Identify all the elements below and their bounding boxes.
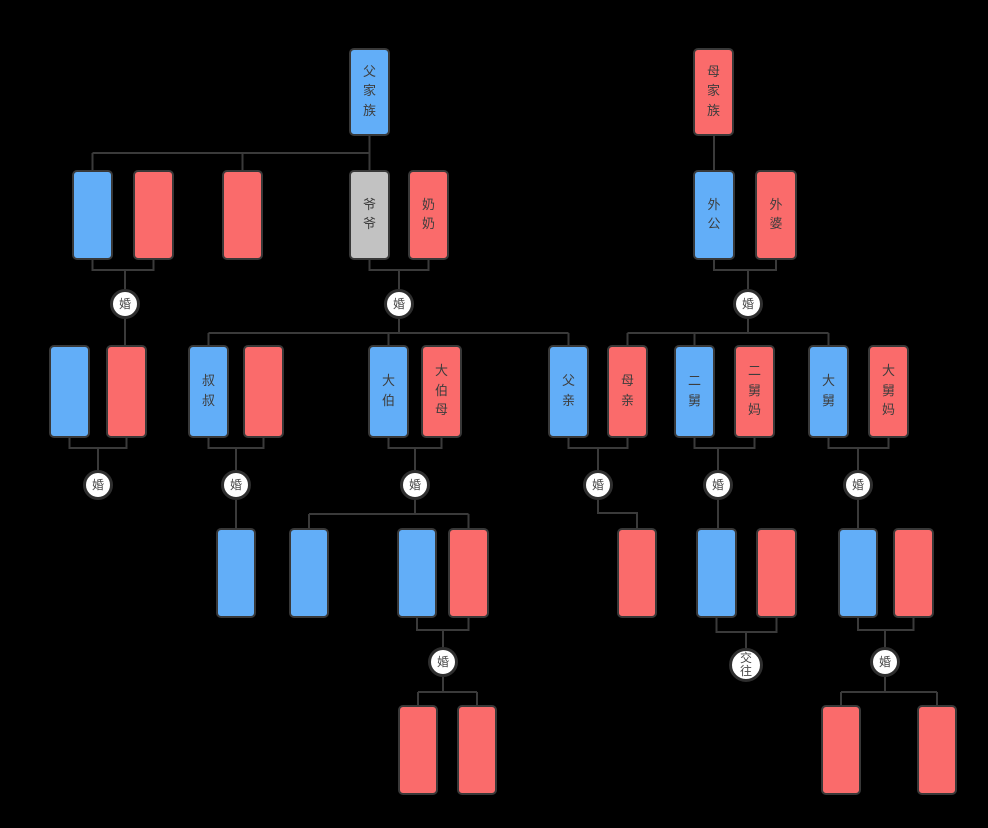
person-unnamed-male-3[interactable] [216,528,256,618]
person-unnamed-female-10[interactable] [457,705,497,795]
person-eldest-maternal-uncle-wife[interactable]: 大舅妈 [868,345,909,438]
relationship-marriage-10[interactable]: 婚 [428,647,458,677]
relationship-label: 婚 [118,296,131,311]
person-label: 大伯 [381,374,395,409]
person-label: 大舅 [821,374,835,409]
person-unnamed-female-9[interactable] [398,705,438,795]
person-label: 母亲 [620,374,634,409]
person-unnamed-male-7[interactable] [838,528,878,618]
person-label: 爷爷 [362,197,376,233]
relationship-label: 婚 [229,477,242,492]
relationship-marriage-2[interactable]: 婚 [384,289,414,319]
person-maternal-grandmother[interactable]: 外婆 [755,170,797,260]
person-unnamed-male-2[interactable] [49,345,90,438]
relationship-label: 婚 [91,477,104,492]
person-unnamed-female-5[interactable] [448,528,489,618]
person-unnamed-female-1[interactable] [133,170,174,260]
person-unnamed-male-1[interactable] [72,170,113,260]
relationship-label: 婚 [392,296,405,311]
relationship-label: 婚 [851,477,864,492]
relationship-label: 婚 [408,477,421,492]
person-label: 母家族 [706,64,720,119]
person-mother-family[interactable]: 母家族 [693,48,734,136]
relationship-marriage-9[interactable]: 婚 [843,470,873,500]
person-label: 外公 [707,197,721,233]
person-unnamed-female-2[interactable] [222,170,263,260]
relationship-label: 婚 [878,654,891,669]
person-grandfather[interactable]: 爷爷 [349,170,390,260]
person-father-family[interactable]: 父家族 [349,48,390,136]
person-label: 外婆 [769,197,783,233]
relationship-label: 婚 [591,477,604,492]
person-eldest-uncle-wife[interactable]: 大伯母 [421,345,462,438]
person-label: 叔叔 [201,374,215,409]
person-unnamed-female-11[interactable] [821,705,861,795]
person-label: 二舅 [687,374,701,409]
person-label: 父亲 [561,374,575,409]
relationship-marriage-6[interactable]: 婚 [400,470,430,500]
person-label: 奶奶 [421,197,435,233]
person-unnamed-female-3[interactable] [106,345,147,438]
person-unnamed-female-8[interactable] [893,528,934,618]
relationship-label: 交往 [739,651,752,678]
person-eldest-maternal-uncle[interactable]: 大舅 [808,345,849,438]
person-uncle[interactable]: 叔叔 [188,345,229,438]
person-unnamed-female-4[interactable] [243,345,284,438]
person-unnamed-male-6[interactable] [696,528,737,618]
relationship-marriage-4[interactable]: 婚 [83,470,113,500]
person-label: 二舅妈 [747,364,761,419]
person-maternal-grandfather[interactable]: 外公 [693,170,735,260]
relationship-label: 婚 [711,477,724,492]
person-father[interactable]: 父亲 [548,345,589,438]
person-label: 父家族 [362,64,376,119]
relationship-label: 婚 [741,296,754,311]
person-unnamed-female-12[interactable] [917,705,957,795]
person-label: 大伯母 [434,364,448,419]
person-eldest-uncle[interactable]: 大伯 [368,345,409,438]
relationship-dating[interactable]: 交往 [729,648,763,682]
relationship-label: 婚 [436,654,449,669]
person-grandmother[interactable]: 奶奶 [408,170,449,260]
person-unnamed-male-5[interactable] [397,528,437,618]
person-mother[interactable]: 母亲 [607,345,648,438]
relationship-marriage-7[interactable]: 婚 [583,470,613,500]
relationship-marriage-8[interactable]: 婚 [703,470,733,500]
relationship-marriage-11[interactable]: 婚 [870,647,900,677]
person-unnamed-female-7[interactable] [756,528,797,618]
person-second-maternal-uncle-wife[interactable]: 二舅妈 [734,345,775,438]
relationship-marriage-1[interactable]: 婚 [110,289,140,319]
person-second-maternal-uncle[interactable]: 二舅 [674,345,715,438]
person-unnamed-female-6[interactable] [617,528,657,618]
person-unnamed-male-4[interactable] [289,528,329,618]
person-label: 大舅妈 [881,364,895,419]
relationship-marriage-3[interactable]: 婚 [733,289,763,319]
relationship-marriage-5[interactable]: 婚 [221,470,251,500]
